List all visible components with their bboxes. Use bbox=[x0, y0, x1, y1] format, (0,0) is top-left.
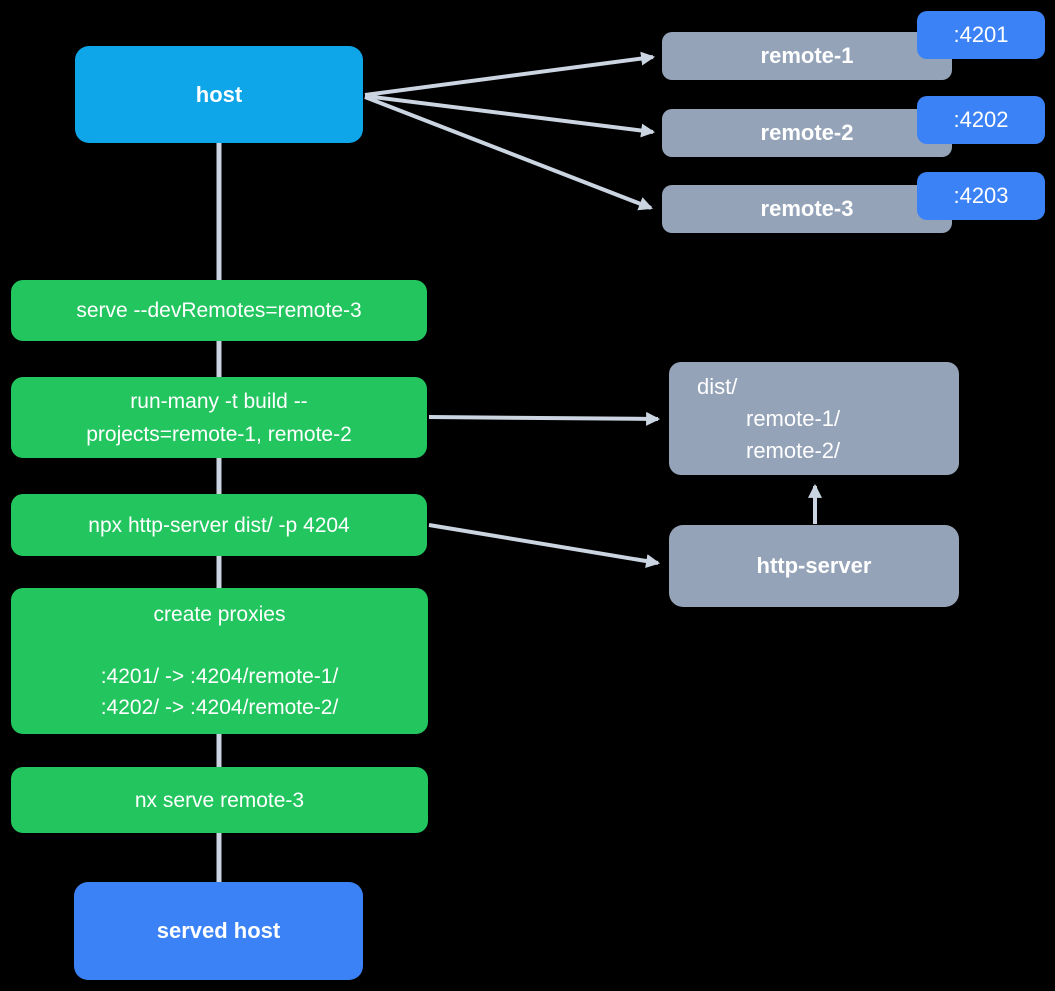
arrow-runmany-dist bbox=[428, 411, 661, 426]
port-4203-label: :4203 bbox=[953, 183, 1009, 208]
served-host-label: served host bbox=[156, 918, 281, 943]
remote-1-label: remote-1 bbox=[760, 43, 854, 68]
dist-folder-node: dist/ remote-1/ remote-2/ bbox=[669, 362, 959, 475]
dist-folder-remote-2: remote-2/ bbox=[746, 437, 841, 463]
remote-3-label: remote-3 bbox=[760, 196, 854, 221]
port-badge-4203: :4203 bbox=[917, 172, 1045, 220]
step-serve-devremotes: serve --devRemotes=remote-3 bbox=[11, 280, 427, 341]
arrow-host-remote-1 bbox=[364, 51, 656, 97]
host-label: host bbox=[195, 81, 243, 107]
step-run-many-line2: projects=remote-1, remote-2 bbox=[86, 422, 352, 446]
step-nx-serve-remote3-text: nx serve remote-3 bbox=[134, 788, 305, 812]
dist-folder-remote-1: remote-1/ bbox=[746, 405, 841, 431]
remote-2-node: remote-2 bbox=[662, 109, 952, 157]
arrow-host-remote-2 bbox=[364, 94, 656, 138]
step-run-many: run-many -t build -- projects=remote-1, … bbox=[11, 377, 427, 458]
port-4201-label: :4201 bbox=[953, 22, 1009, 47]
proxy-mapping-2: :4202/ -> :4204/remote-2/ bbox=[100, 696, 339, 719]
served-host-node: served host bbox=[74, 882, 363, 980]
create-proxies-title: create proxies bbox=[153, 603, 286, 626]
step-npx-http-server: npx http-server dist/ -p 4204 bbox=[11, 494, 427, 556]
port-4202-label: :4202 bbox=[953, 107, 1009, 132]
step-nx-serve-remote3: nx serve remote-3 bbox=[11, 767, 428, 833]
port-badge-4201: :4201 bbox=[917, 11, 1045, 59]
http-server-label: http-server bbox=[756, 553, 872, 578]
step-run-many-line1: run-many -t build -- bbox=[130, 389, 308, 413]
step-serve-devremotes-text: serve --devRemotes=remote-3 bbox=[76, 299, 362, 322]
arrow-host-remote-3 bbox=[364, 95, 653, 211]
http-server-node: http-server bbox=[669, 525, 959, 607]
host-node: host bbox=[75, 46, 363, 143]
step-npx-http-server-text: npx http-server dist/ -p 4204 bbox=[88, 513, 350, 537]
remote-1-node: remote-1 bbox=[662, 32, 952, 80]
port-badge-4202: :4202 bbox=[917, 96, 1045, 144]
remote-2-label: remote-2 bbox=[760, 120, 854, 145]
arrow-npx-httpserver bbox=[428, 523, 661, 568]
remote-3-node: remote-3 bbox=[662, 185, 952, 233]
step-create-proxies: create proxies :4201/ -> :4204/remote-1/… bbox=[11, 588, 428, 734]
proxy-mapping-1: :4201/ -> :4204/remote-1/ bbox=[100, 665, 339, 688]
dist-folder-root: dist/ bbox=[697, 373, 738, 399]
